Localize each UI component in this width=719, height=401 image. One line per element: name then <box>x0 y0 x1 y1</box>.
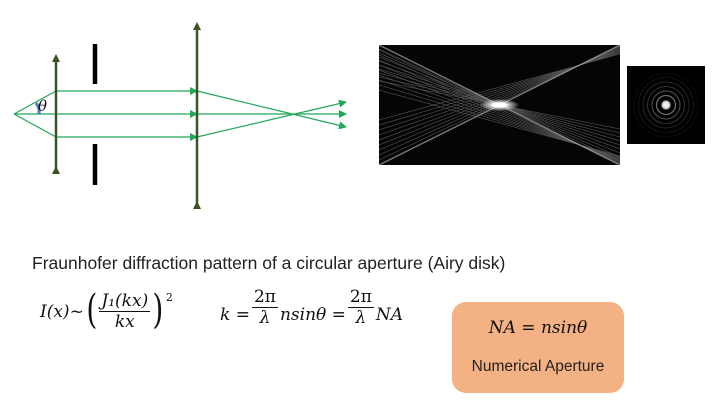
right-paren: ) <box>152 287 164 334</box>
left-paren: ( <box>86 287 98 334</box>
numerical-aperture-box: NA = nsinθ Numerical Aperture <box>452 302 624 393</box>
bessel-denominator: kx <box>114 311 135 332</box>
angle-marker <box>34 102 41 115</box>
intensity-lhs: I(x)~ <box>40 302 84 323</box>
na-formula: NA = nsinθ <box>488 318 588 338</box>
wavenumber-equation: k = 2π λ nsinθ = 2π λ NA <box>220 288 404 328</box>
k-frac2-denominator: λ <box>355 307 367 328</box>
k-lhs: k = <box>220 305 250 326</box>
k-fraction-2: 2π λ <box>347 287 374 328</box>
bessel-numerator: J₁(kx) <box>99 291 151 312</box>
k-frac1-denominator: λ <box>259 307 271 328</box>
bessel-fraction: J₁(kx) kx <box>99 291 151 332</box>
angle-label: θ <box>38 97 47 115</box>
focused-rays <box>196 90 347 138</box>
k-frac2-numerator: 2π <box>347 287 374 308</box>
incident-rays <box>13 90 57 138</box>
k-frac1-numerator: 2π <box>251 287 278 308</box>
k-tail: NA <box>375 305 404 326</box>
figure-caption: Fraunhofer diffraction pattern of a circ… <box>32 253 506 273</box>
intensity-exponent: 2 <box>165 291 173 304</box>
k-fraction-1: 2π λ <box>251 287 278 328</box>
na-label: Numerical Aperture <box>471 358 605 375</box>
k-middle: nsinθ = <box>279 305 346 326</box>
focal-diffraction-image <box>379 45 620 165</box>
airy-disk-image <box>627 66 705 144</box>
intensity-equation: I(x)~ ( J₁(kx) kx ) 2 <box>40 287 173 334</box>
collimated-rays <box>56 87 198 141</box>
optics-diagram: θ <box>13 22 347 209</box>
